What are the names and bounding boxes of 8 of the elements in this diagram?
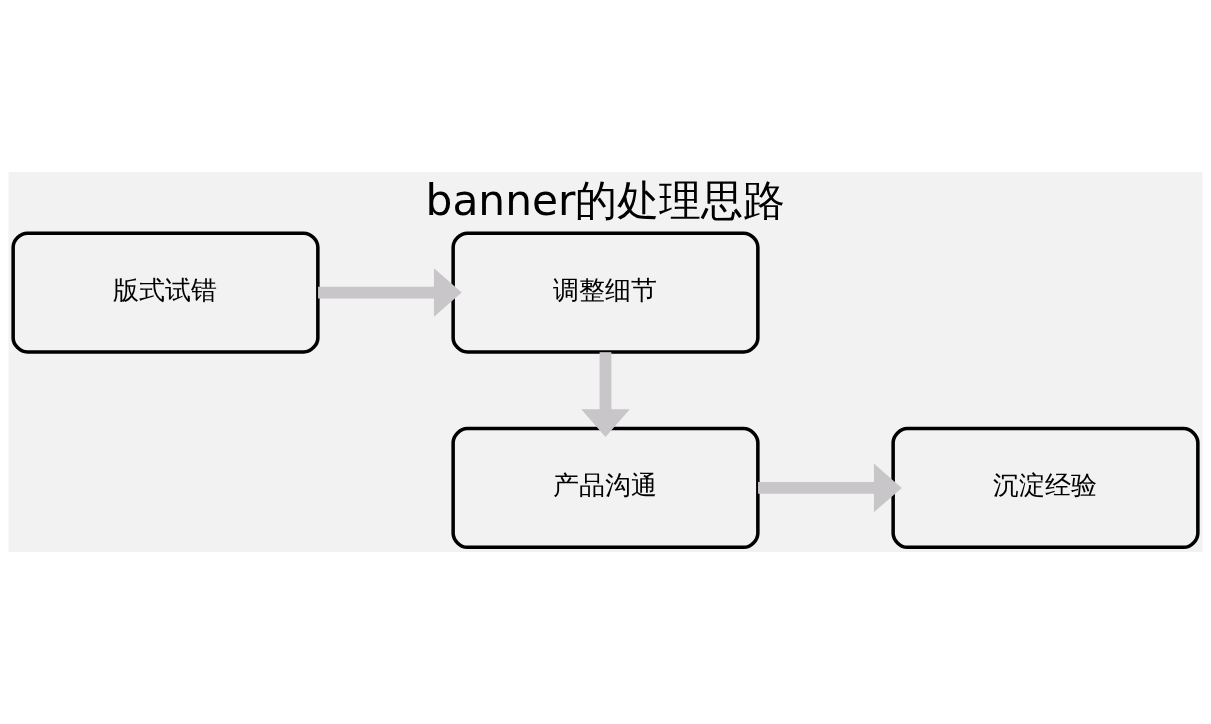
arrow	[318, 268, 462, 317]
arrow	[581, 352, 630, 438]
node-box: 调整细节	[451, 231, 760, 354]
arrow	[758, 463, 902, 513]
node-box: 沉淀经验	[891, 426, 1200, 550]
node-box: 产品沟通	[451, 426, 760, 550]
diagram-title: banner的处理思路	[425, 176, 786, 226]
node-box: 版式试错	[11, 231, 320, 354]
